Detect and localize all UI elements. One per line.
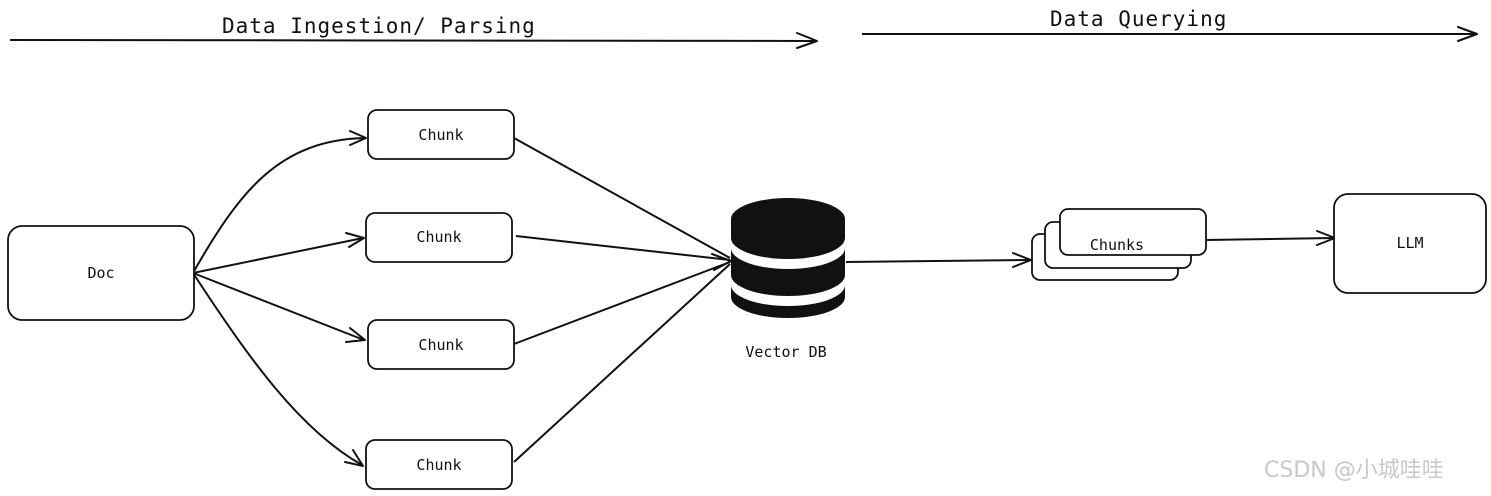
doc-box bbox=[7, 225, 195, 321]
llm-box bbox=[1333, 193, 1487, 294]
doc-node: Doc bbox=[7, 225, 195, 321]
chunk-box bbox=[367, 319, 515, 370]
edge-db-chunks-head bbox=[1012, 252, 1032, 268]
doc-to-chunk-edges bbox=[192, 130, 367, 467]
edge-doc-chunk-2-head bbox=[345, 232, 365, 248]
chunk-box bbox=[367, 109, 515, 160]
chunks-box-front bbox=[1059, 208, 1207, 256]
chunk-node-4: Chunk bbox=[365, 439, 513, 490]
database-icon bbox=[731, 198, 845, 318]
edge-doc-chunk-3 bbox=[192, 272, 365, 341]
phase-querying-arrowhead bbox=[1457, 26, 1478, 42]
watermark: CSDN @小城哇哇 bbox=[1264, 458, 1444, 483]
chunk-node-2: Chunk bbox=[365, 212, 513, 263]
edge-doc-chunk-4-head bbox=[344, 449, 364, 467]
phase-querying: Data Querying bbox=[862, 7, 1478, 42]
chunk-label: Chunk bbox=[418, 336, 463, 354]
phase-ingestion: Data Ingestion/ Parsing bbox=[9, 14, 818, 49]
edge-db-chunks bbox=[845, 259, 1031, 263]
phase-ingestion-arrow bbox=[9, 39, 816, 42]
chunk-label: Chunk bbox=[416, 456, 461, 474]
edge-doc-chunk-1 bbox=[192, 137, 366, 274]
chunk-node-1: Chunk bbox=[367, 109, 515, 160]
llm-label: LLM bbox=[1396, 234, 1423, 252]
llm-node: LLM bbox=[1333, 193, 1487, 294]
edge-doc-chunk-1-head bbox=[349, 130, 367, 146]
chunk-label: Chunk bbox=[416, 228, 461, 246]
retrieved-chunks-node: Chunks bbox=[1031, 208, 1207, 281]
phase-ingestion-label: Data Ingestion/ Parsing bbox=[222, 14, 536, 38]
edge-chunk-4-db bbox=[513, 263, 731, 463]
chunk-box bbox=[365, 439, 513, 490]
vector-db-node: Vector DB bbox=[731, 198, 845, 361]
chunk-label: Chunk bbox=[418, 126, 463, 144]
edge-chunk-1-db bbox=[513, 137, 731, 259]
chunk-to-db-edges bbox=[513, 137, 732, 463]
edge-doc-chunk-4 bbox=[192, 272, 363, 466]
edge-chunk-2-db bbox=[515, 235, 731, 261]
edge-chunk-3-db bbox=[513, 261, 731, 345]
phase-ingestion-arrowhead bbox=[796, 32, 818, 49]
chunk-box bbox=[365, 212, 513, 263]
edge-doc-chunk-3-head bbox=[345, 327, 366, 343]
edge-doc-chunk-2 bbox=[192, 237, 364, 274]
doc-label: Doc bbox=[87, 264, 114, 282]
phase-querying-label: Data Querying bbox=[1050, 7, 1227, 31]
chunk-node-3: Chunk bbox=[367, 319, 515, 370]
chunks-label: Chunks bbox=[1090, 236, 1144, 254]
edge-chunks-llm bbox=[1205, 237, 1335, 241]
vector-db-label: Vector DB bbox=[745, 343, 826, 361]
